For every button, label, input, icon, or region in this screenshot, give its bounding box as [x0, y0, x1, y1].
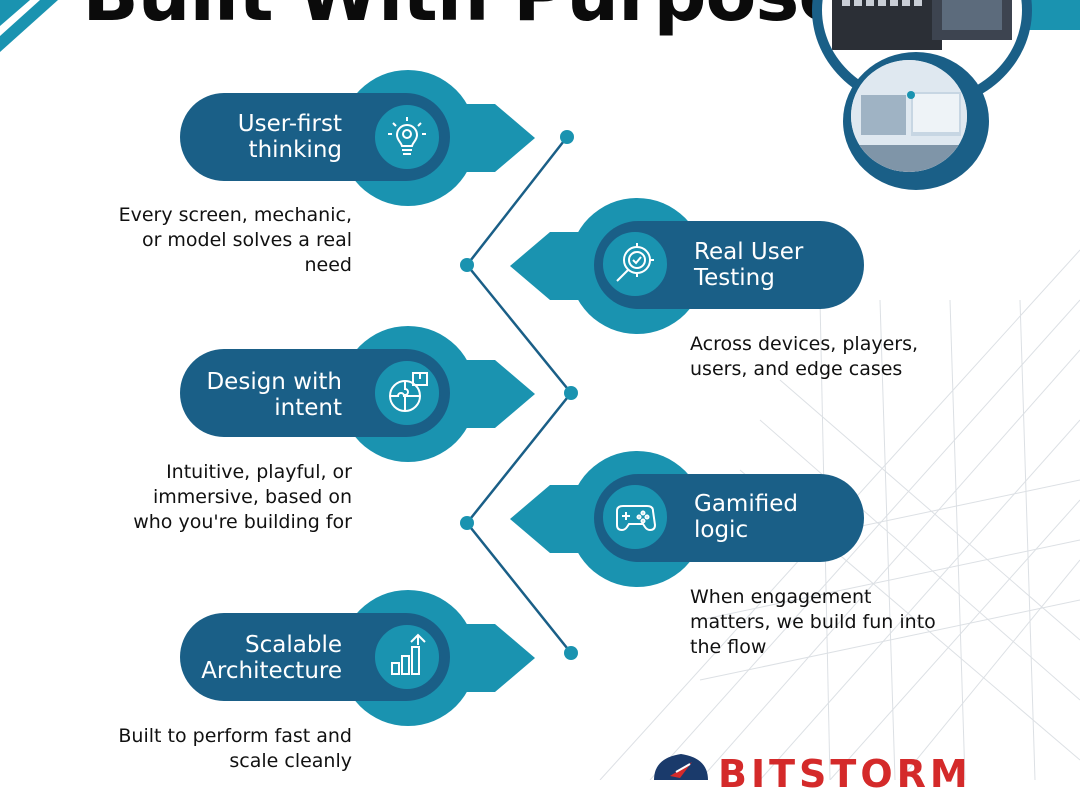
lightbulb-gear-icon — [373, 103, 441, 176]
corner-accent-top-left — [0, 0, 58, 52]
puzzle-globe-icon — [373, 359, 441, 432]
page-title: Built With Purpose — [0, 0, 930, 38]
gamepad-icon — [601, 483, 669, 556]
photo-monitors — [851, 60, 967, 172]
feature-description: Across devices, players,users, and edge … — [690, 333, 919, 380]
brand-name: BITSTORM — [718, 752, 972, 796]
rocket-shield-icon — [654, 754, 708, 780]
bar-chart-growth-icon — [373, 623, 441, 696]
gear-check-icon — [601, 230, 669, 303]
background-building-lines — [599, 249, 1080, 780]
feature-description: Every screen, mechanic,or model solves a… — [118, 204, 352, 276]
timeline-connector — [460, 130, 578, 660]
